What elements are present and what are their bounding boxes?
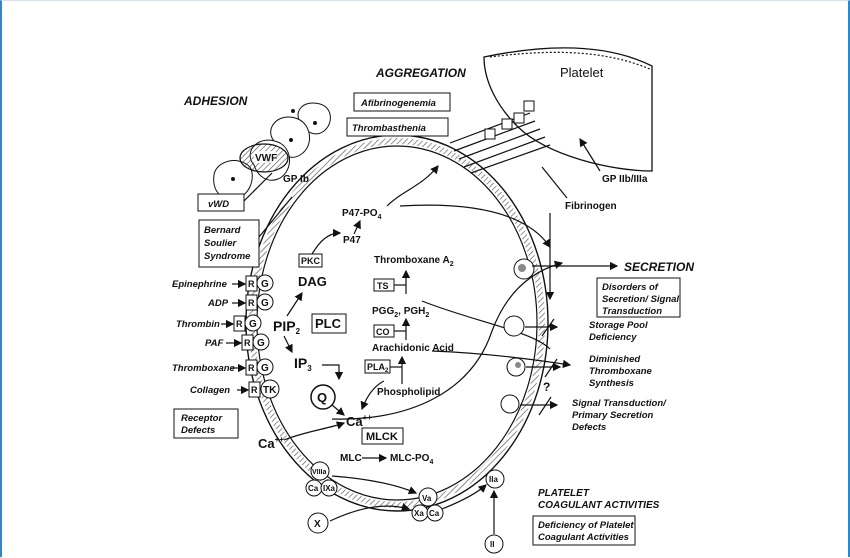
vwd-label: vWD [208, 199, 229, 210]
aggregation-header: AGGREGATION [375, 66, 466, 80]
mlck-label: MLCK [366, 431, 398, 443]
ca-outer-label: Ca++ [258, 435, 284, 451]
fibrinogen-label: Fibrinogen [565, 201, 617, 212]
dag-label: DAG [298, 274, 327, 289]
svg-text:VIIIa: VIIIa [312, 469, 327, 476]
diminished-line3: Synthesis [589, 378, 634, 389]
pkc-label: PKC [301, 256, 321, 266]
ts-label: TS [377, 281, 389, 291]
svg-text:X: X [314, 519, 321, 530]
aggregating-platelet: Platelet [484, 48, 652, 171]
gp-ib-label: GP Ib [283, 174, 309, 185]
svg-text:IIa: IIa [489, 475, 498, 484]
bernard-line1: Bernard [204, 225, 241, 236]
signal-line1: Signal Transduction/ [572, 398, 667, 409]
co-label: CO [376, 327, 390, 337]
question-label: ? [543, 380, 550, 394]
disorders-line3: Transduction [602, 306, 662, 317]
svg-text:II: II [490, 540, 494, 549]
agonist-paf: PAF [205, 338, 223, 349]
svg-text:R: R [244, 338, 251, 348]
coagulant-header-line2: COAGULANT ACTIVITIES [538, 500, 660, 511]
svg-text:IXa: IXa [323, 484, 336, 493]
svg-text:R: R [248, 363, 255, 373]
signal-line2: Primary Secretion [572, 410, 654, 421]
svg-text:R: R [251, 385, 258, 395]
svg-text:G: G [261, 279, 269, 290]
gp-iib-iiia-label: GP IIb/IIIa [602, 174, 648, 185]
agonist-adp: ADP [207, 298, 229, 309]
svg-text:G: G [261, 363, 269, 374]
svg-text:R: R [248, 298, 255, 308]
secretion-header: SECRETION [624, 260, 694, 274]
granule-2 [504, 316, 524, 336]
granule-4 [501, 395, 519, 413]
svg-text:G: G [249, 319, 257, 330]
bernard-line2: Soulier [204, 238, 238, 249]
plc-label: PLC [315, 316, 342, 331]
adhesion-header: ADHESION [183, 94, 248, 108]
svg-text:R: R [248, 279, 255, 289]
svg-text:Ca: Ca [429, 509, 440, 518]
q-label: Q [317, 390, 327, 405]
agonist-thromboxane: Thromboxane [172, 363, 236, 374]
svg-text:Ca: Ca [308, 484, 319, 493]
diminished-line2: Thromboxane [589, 366, 653, 377]
deficiency-line2: Coagulant Activities [538, 532, 629, 543]
svg-text:G: G [257, 338, 265, 349]
storage-pool-line1: Storage Pool [589, 320, 648, 331]
afibrinogenemia-label: Afibrinogenemia [360, 98, 436, 109]
svg-text:G: G [261, 298, 269, 309]
agonist-epinephrine: Epinephrine [172, 279, 228, 290]
agonist-collagen: Collagen [190, 385, 230, 396]
deficiency-line1: Deficiency of Platelet [538, 520, 634, 531]
mlc-label: MLC [340, 453, 362, 464]
arachidonic-acid-label: Arachidonic Acid [372, 343, 454, 354]
receptor-defects-line1: Receptor [181, 413, 223, 424]
p47-label: P47 [343, 235, 361, 246]
agonist-thrombin: Thrombin [176, 319, 220, 330]
thrombasthenia-label: Thrombasthenia [352, 123, 426, 134]
disorders-line2: Secretion/ Signal [602, 294, 679, 305]
vwf-label: VWF [255, 153, 277, 164]
phospholipid-label: Phospholipid [377, 387, 440, 398]
coagulant-header-line1: PLATELET [538, 488, 590, 499]
svg-text:Va: Va [422, 494, 432, 503]
signal-line3: Defects [572, 422, 606, 433]
svg-text:R: R [236, 319, 243, 329]
diminished-line1: Diminished [589, 354, 640, 365]
platelet-label: Platelet [560, 65, 604, 80]
receptor-defects-line2: Defects [181, 425, 215, 436]
storage-pool-line2: Deficiency [589, 332, 637, 343]
disorders-line1: Disorders of [602, 282, 659, 293]
bernard-line3: Syndrome [204, 251, 251, 262]
svg-text:Xa: Xa [414, 509, 424, 518]
svg-text:TK: TK [263, 385, 277, 396]
